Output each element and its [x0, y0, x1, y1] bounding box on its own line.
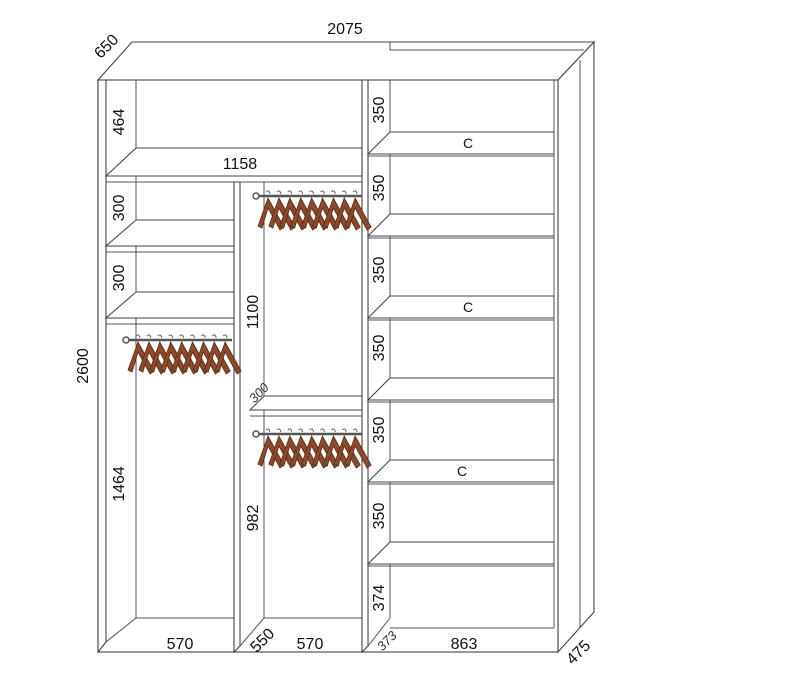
hanging-rod-3: [252, 428, 372, 469]
label-top-shelf-width: 1158: [223, 156, 258, 173]
hanger: [333, 190, 361, 231]
top-step: [389, 42, 584, 51]
drawer-mark-3: C: [457, 463, 467, 479]
right-side-panel: [557, 40, 595, 654]
label-bottom-left: 570: [167, 636, 194, 653]
label-bottom-mid: 570: [297, 636, 324, 653]
hanger: [344, 190, 372, 231]
rod-end: [122, 336, 130, 344]
hanger: [344, 428, 372, 469]
label-right-shelf-7: 374: [371, 585, 388, 612]
label-mid-lower-hanging: 982: [245, 505, 262, 532]
label-left-shelf-2: 300: [111, 265, 128, 292]
label-left-shelf-1: 300: [111, 195, 128, 222]
hanging-rod-2: [252, 190, 372, 231]
label-height: 2600: [75, 348, 92, 384]
label-total-width: 2075: [327, 21, 363, 38]
label-right-shelf-3: 350: [371, 257, 388, 284]
drawer-mark-1: C: [463, 135, 473, 151]
label-mid-upper-hanging: 1100: [245, 295, 262, 330]
hanger: [333, 428, 361, 469]
right-shelf-2: [366, 213, 555, 237]
hanger: [214, 334, 242, 375]
right-shelf-3: [366, 295, 555, 319]
label-right-shelf-5: 350: [371, 417, 388, 444]
label-left-top-shelf: 464: [111, 109, 128, 136]
drawer-mark-2: C: [463, 299, 473, 315]
hanging-rods: [122, 190, 372, 469]
right-shelf-1: [366, 131, 555, 155]
rod-end: [252, 430, 260, 438]
shelf-mid-small: [248, 395, 363, 411]
hanger: [203, 334, 231, 375]
label-right-shelf-2: 350: [371, 175, 388, 202]
mid-floor-edge: [239, 617, 265, 647]
rod-end: [252, 192, 260, 200]
label-right-shelf-4: 350: [371, 335, 388, 362]
right-shelves: [366, 80, 555, 629]
top-panel: [96, 41, 596, 81]
hanging-rod-1: [122, 334, 242, 375]
label-right-shelf-1: 350: [371, 97, 388, 124]
label-left-hanging: 1464: [111, 466, 128, 502]
right-shelf-4: [366, 377, 555, 401]
divider-middle-right: [361, 79, 369, 654]
label-right-shelf-6: 350: [371, 503, 388, 530]
left-floor-edge: [105, 617, 137, 643]
right-floor-edge: [367, 617, 391, 647]
label-right-depth: 475: [563, 637, 594, 668]
right-shelf-6: [366, 541, 555, 565]
divider-left-middle: [233, 181, 241, 654]
label-bottom-right: 863: [451, 636, 478, 653]
left-wall: [97, 79, 107, 654]
